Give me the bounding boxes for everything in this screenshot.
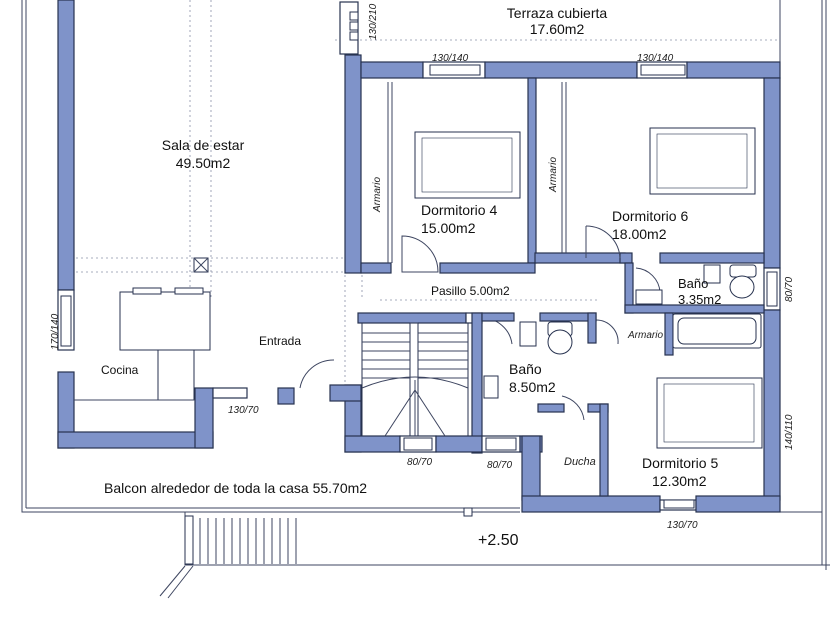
- stairs: [361, 322, 469, 437]
- dim-80-70-right: 80/70: [784, 277, 795, 302]
- room-name-cocina: Cocina: [101, 363, 139, 377]
- room-name-terraza: Terraza cubierta: [507, 5, 608, 21]
- room-name-entrada: Entrada: [259, 334, 301, 348]
- room-area-bano-main: 8.50m2: [509, 379, 556, 395]
- dim-80-70-b: 80/70: [487, 460, 512, 471]
- dim-130-140-b: 130/140: [637, 53, 674, 64]
- room-name-ducha: Ducha: [564, 456, 596, 468]
- room-name-dormitorio4: Dormitorio 4: [421, 202, 497, 218]
- level-label: +2.50: [478, 532, 519, 549]
- bathroom-fixtures: [483, 264, 762, 399]
- armario-label-2: Armario: [548, 157, 559, 193]
- balcony-outline: [21, 0, 830, 570]
- room-name-bano-main: Baño: [509, 361, 542, 377]
- walls-left: [57, 0, 295, 449]
- beds: [414, 127, 763, 449]
- room-area-dormitorio5: 12.30m2: [652, 473, 707, 489]
- room-area-dormitorio6: 18.00m2: [612, 226, 667, 242]
- room-name-sala: Sala de estar: [162, 137, 245, 153]
- dim-130-210: 130/210: [368, 3, 379, 40]
- room-area-bano-small: 3.35m2: [678, 292, 721, 307]
- dim-170-140: 170/140: [50, 313, 61, 350]
- armario-label-3: Armario: [627, 330, 663, 341]
- kitchen-fixtures: [74, 287, 211, 401]
- dashed-guides: [76, 0, 780, 385]
- wardrobe-lines: [387, 82, 567, 263]
- dim-130-70-left: 130/70: [228, 405, 259, 416]
- structure-marker: [193, 257, 209, 273]
- room-area-dormitorio4: 15.00m2: [421, 220, 476, 236]
- balcony-stair: [159, 507, 473, 599]
- room-name-pasillo: Pasillo 5.00m2: [431, 284, 510, 298]
- dim-130-70-bottom: 130/70: [667, 520, 698, 531]
- dim-80-70-a: 80/70: [407, 457, 432, 468]
- room-area-sala: 49.50m2: [176, 155, 231, 171]
- room-name-balcon: Balcon alrededor de toda la casa 55.70m2: [104, 480, 367, 496]
- room-name-dormitorio5: Dormitorio 5: [642, 455, 718, 471]
- room-name-bano-small: Baño: [678, 276, 708, 291]
- window-marks: [60, 11, 778, 509]
- dim-130-140-a: 130/140: [432, 53, 469, 64]
- dim-140-110: 140/110: [784, 414, 795, 450]
- armario-label-1: Armario: [372, 177, 383, 213]
- room-name-dormitorio6: Dormitorio 6: [612, 208, 688, 224]
- room-area-terraza: 17.60m2: [530, 21, 585, 37]
